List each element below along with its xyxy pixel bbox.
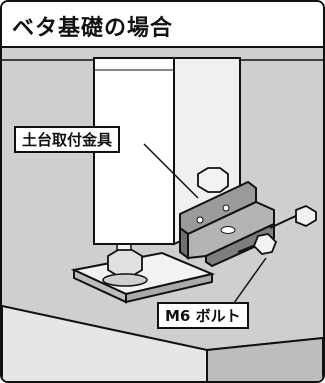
base-plate-front xyxy=(125,272,213,304)
m6-bolt-lower xyxy=(237,233,278,255)
diagram-title: ベタ基礎の場合 xyxy=(12,16,174,41)
bracket-callout: 土台取付金具 xyxy=(14,126,121,153)
top-bolt-head xyxy=(197,167,229,193)
title-bar: ベタ基礎の場合 xyxy=(2,2,323,48)
bracket-leader-line xyxy=(143,143,199,199)
bolt-leader-line xyxy=(233,257,267,304)
slab-front-face xyxy=(206,336,323,381)
bracket-front-lip xyxy=(205,222,275,268)
bracket-side xyxy=(179,226,189,260)
mat-foundation-illustration xyxy=(2,48,323,381)
illustration: 土台取付金具 M6 ボルト xyxy=(2,48,323,381)
bolt-callout: M6 ボルト xyxy=(157,302,249,329)
m6-bolt-upper xyxy=(269,204,317,229)
washer xyxy=(102,273,148,287)
anchor-nut xyxy=(107,249,143,277)
